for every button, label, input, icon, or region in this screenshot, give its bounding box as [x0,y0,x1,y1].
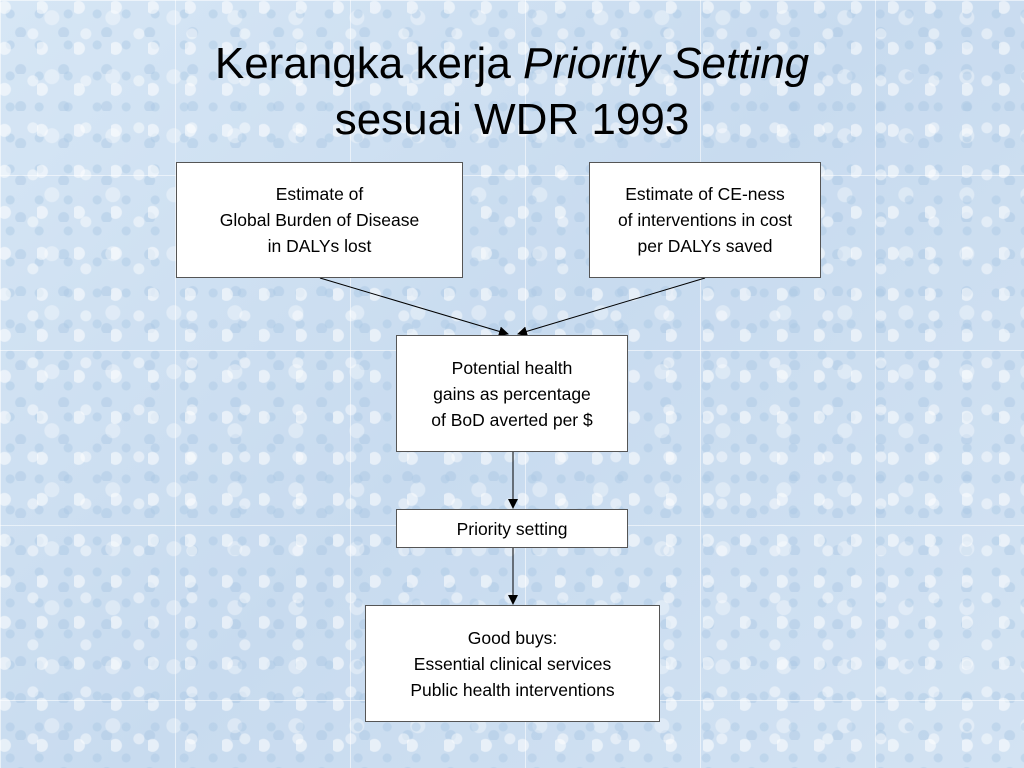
box-potential-health-gains: Potential health gains as percentage of … [396,335,628,452]
box-text-line: per DALYs saved [637,236,773,256]
box-text-line: Global Burden of Disease [219,210,420,230]
box-cost-effectiveness-estimate: Estimate of CE-ness of interventions in … [589,162,821,278]
title-line-2: sesuai WDR 1993 [334,95,690,144]
box-text-line: Estimate of CE-ness [625,184,785,204]
box-text-line: Essential clinical services [413,653,612,674]
box-text-line: Good buys: [467,627,558,648]
box-good-buys: Good buys: Essential clinical services P… [365,605,660,722]
box-text-line: gains as percentage [433,383,591,404]
arrow-ce-to-gains [517,277,706,337]
title-normal-text: Kerangka kerja [214,39,524,88]
box-text-line: of BoD averted per $ [431,409,593,430]
arrow-gbd-to-gains [319,277,509,337]
box-priority-setting: Priority setting [396,509,628,548]
title-italic-text: Priority Setting [523,39,810,88]
box-global-burden-estimate: Estimate of Global Burden of Disease in … [176,162,463,278]
title-line-1: Kerangka kerja Priority Setting [0,36,1024,92]
box-text-line: Priority setting [456,518,568,539]
box-text-line: Public health interventions [410,679,615,700]
box-text-line: Potential health [451,357,573,378]
box-text-line: in DALYs lost [267,236,372,256]
box-text-line: Estimate of [275,184,364,204]
box-text-line: of interventions in cost [617,210,793,230]
slide-title: Kerangka kerja Priority Setting sesuai W… [0,36,1024,148]
